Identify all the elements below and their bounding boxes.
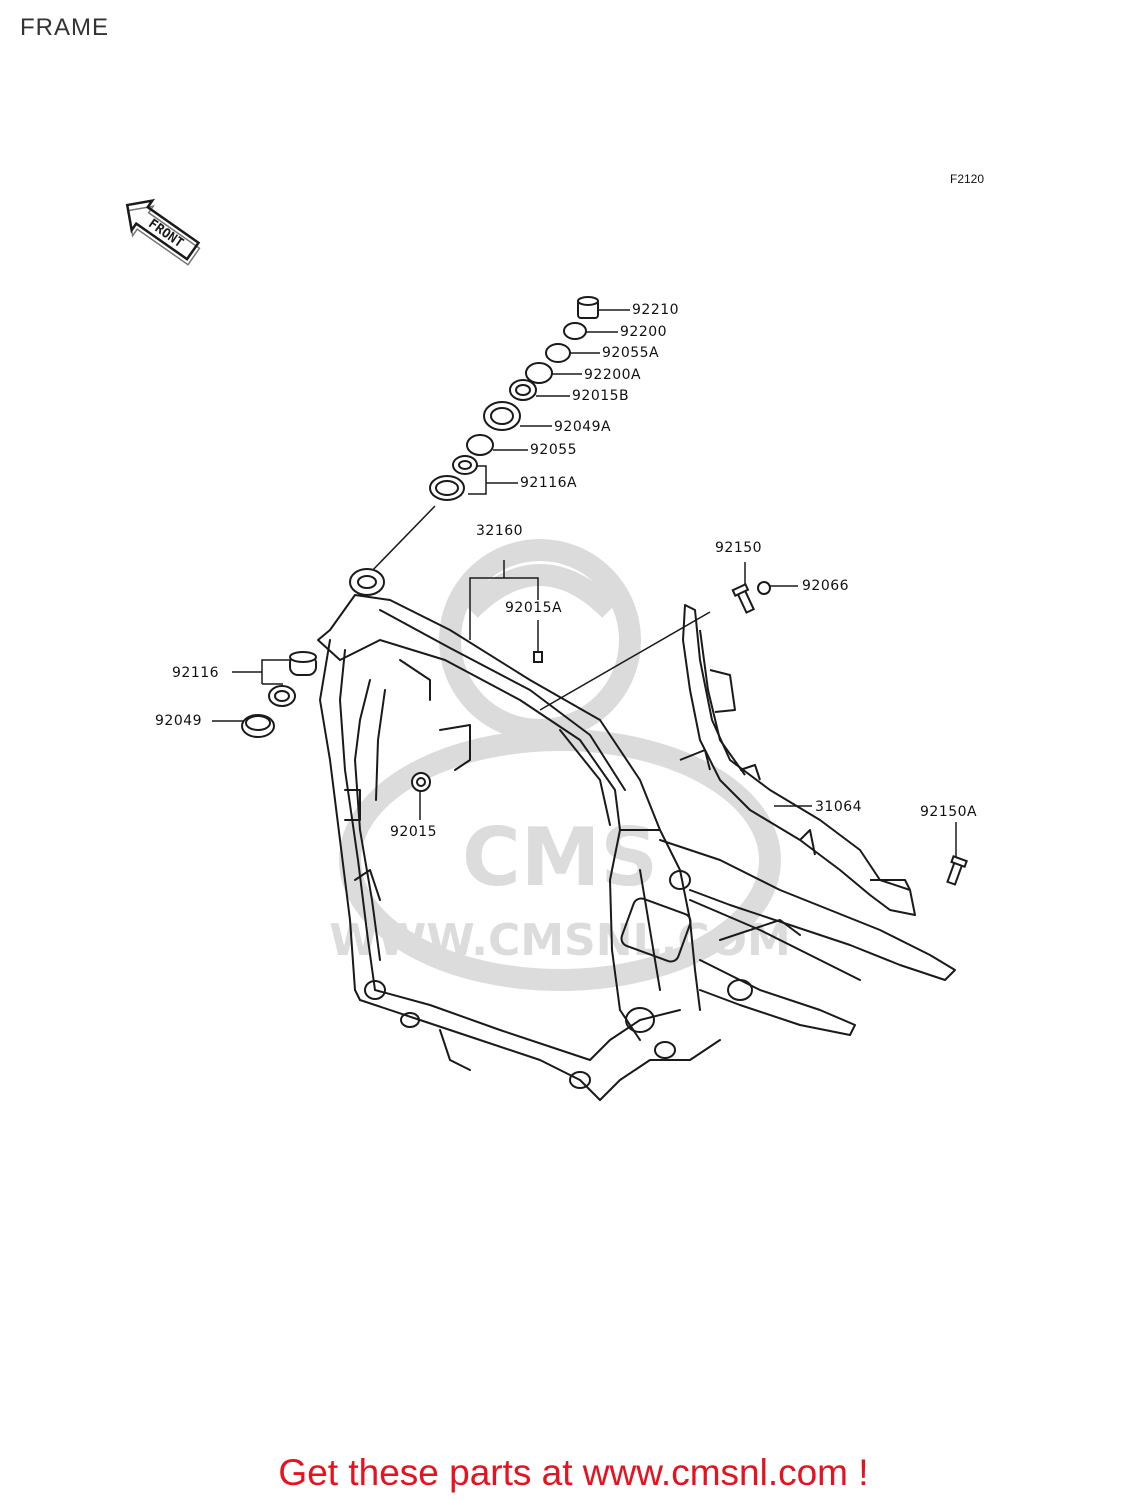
part-label-92200a[interactable]: 92200A: [584, 367, 642, 383]
part-icon-92055a: [545, 343, 571, 363]
part-label-92116a[interactable]: 92116A: [520, 475, 578, 491]
part-icon-92150a: [946, 855, 968, 886]
part-icon-92200: [563, 322, 587, 340]
leader-lines: [212, 309, 957, 858]
part-label-92049[interactable]: 92049: [155, 713, 203, 729]
part-label-92015[interactable]: 92015: [390, 824, 438, 840]
promo-link[interactable]: Get these parts at www.cmsnl.com !: [278, 1452, 869, 1493]
watermark-logo: [339, 539, 781, 991]
rear-frame-31064: [679, 604, 916, 916]
part-label-31064[interactable]: 31064: [815, 799, 863, 815]
part-icon-92200a: [525, 362, 553, 384]
part-label-92150[interactable]: 92150: [715, 540, 763, 556]
part-label-92200[interactable]: 92200: [620, 324, 668, 340]
part-icon-92015a: [533, 651, 543, 663]
part-label-92210[interactable]: 92210: [632, 302, 680, 318]
front-arrow-icon: FRONT: [125, 198, 201, 266]
part-icon-92116-upper: [289, 651, 317, 676]
main-frame: [317, 568, 956, 1101]
figure-code: F2120: [950, 172, 985, 186]
part-label-92015a[interactable]: 92015A: [505, 600, 563, 616]
part-icon-92049a: [483, 401, 521, 431]
part-label-92015b[interactable]: 92015B: [572, 388, 630, 404]
part-icon-92116-lower: [268, 685, 296, 707]
part-icon-92210: [577, 296, 599, 319]
part-label-92066[interactable]: 92066: [802, 578, 850, 594]
part-icon-92066: [757, 581, 771, 595]
part-label-92116[interactable]: 92116: [172, 665, 220, 681]
part-icon-92049: [241, 714, 275, 738]
hardware: [241, 581, 968, 886]
part-label-92049a[interactable]: 92049A: [554, 419, 612, 435]
part-label-32160[interactable]: 32160: [476, 523, 524, 539]
part-icon-92015b: [509, 379, 537, 401]
part-icon-92015: [411, 772, 431, 792]
steering-parts: [429, 296, 599, 501]
part-label-92055a[interactable]: 92055A: [602, 345, 660, 361]
part-icon-92055: [466, 434, 494, 456]
watermark-logo-text: CMS: [462, 811, 658, 904]
part-label-92055[interactable]: 92055: [530, 442, 578, 458]
part-icon-92116a-lower: [429, 475, 465, 501]
page-title: FRAME: [20, 14, 109, 41]
watermark-text: WWW.CMSNL.COM: [329, 915, 791, 966]
part-icon-92150: [731, 583, 756, 614]
part-icon-92116a-upper: [452, 455, 478, 475]
part-label-92150a[interactable]: 92150A: [920, 804, 978, 820]
